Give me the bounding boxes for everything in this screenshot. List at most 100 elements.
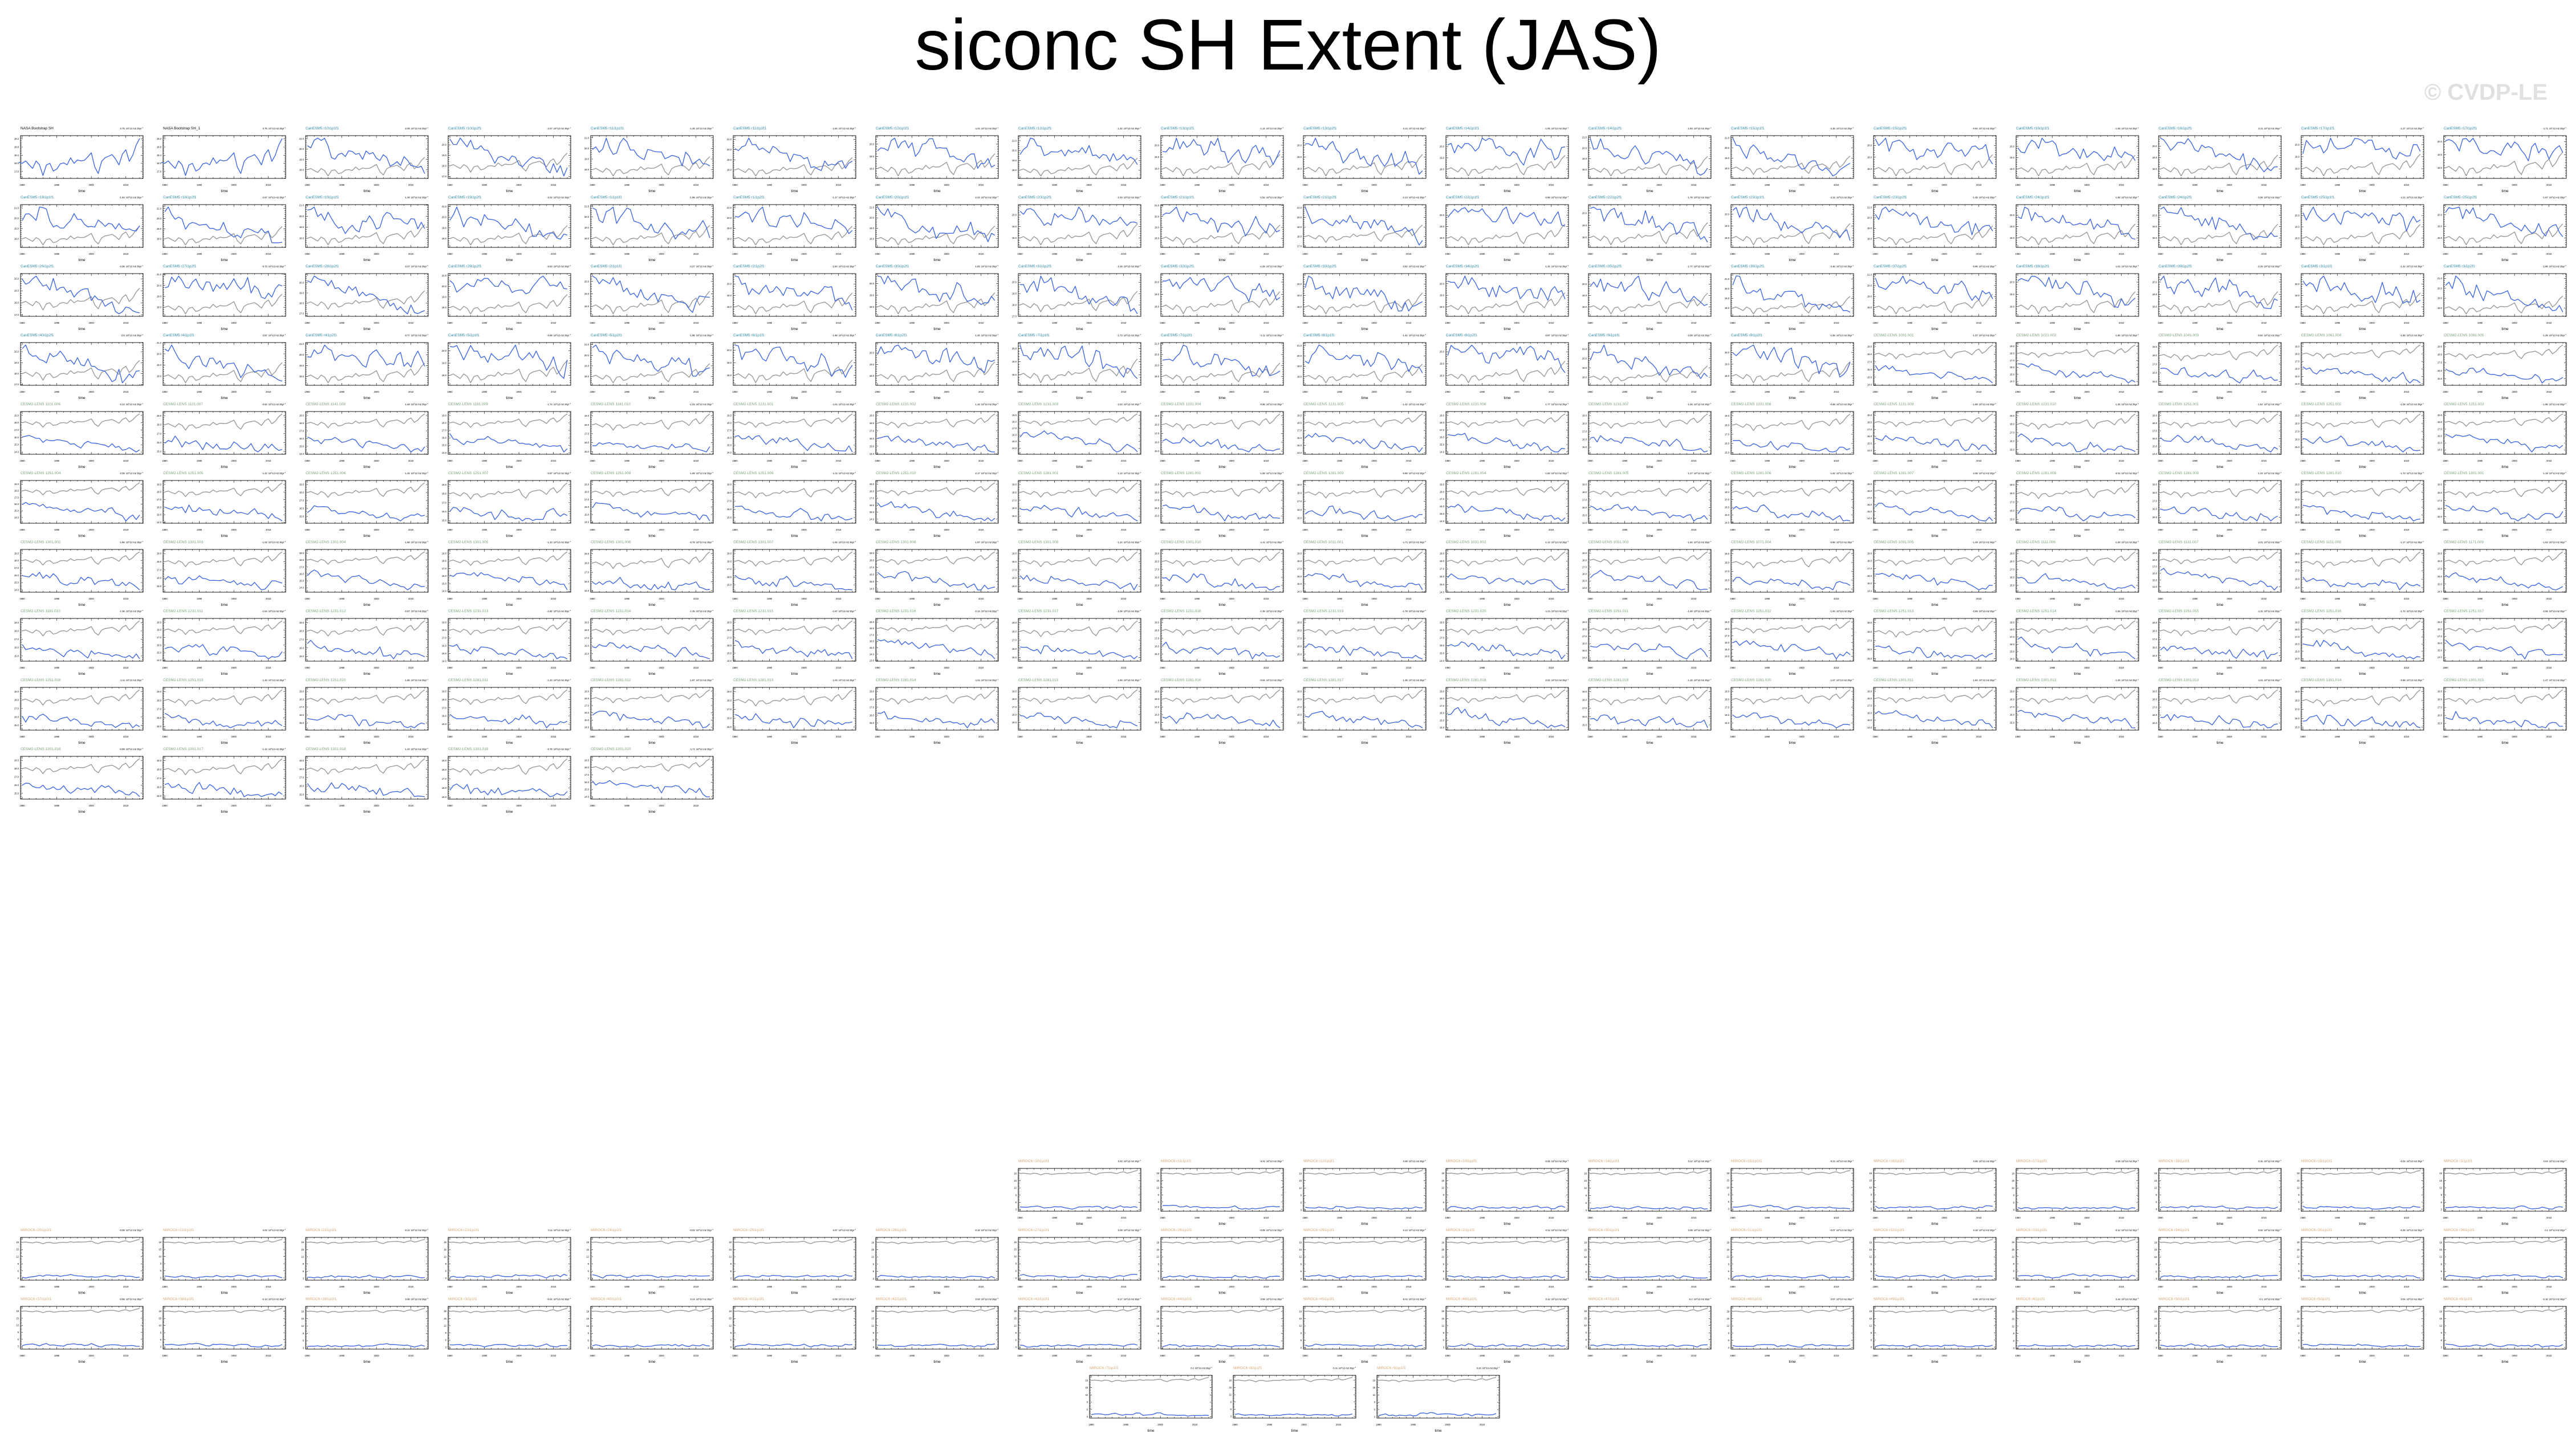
- trend-units-exponent: -1: [141, 127, 143, 129]
- trend-value: 0.75: [263, 127, 268, 130]
- x-tick-label: 2000: [516, 252, 522, 255]
- x-tick-label: 1980: [590, 321, 595, 324]
- observed-series-line: [449, 225, 568, 246]
- y-tick-label: 17.0: [1012, 315, 1017, 317]
- y-tick-label: 18.0: [442, 306, 447, 309]
- plot-frame: [162, 273, 286, 317]
- trend-units-exponent: -1: [2565, 127, 2566, 129]
- model-series-line: [1447, 206, 1566, 227]
- observed-series-line: [161, 138, 283, 176]
- x-axis-label: time: [363, 327, 371, 331]
- panel-title: CanESM5 r11i1p1f1: [591, 127, 624, 131]
- panel-title: CanESM5 r2i1p2f1: [733, 264, 765, 268]
- x-tick-label: 1990: [1765, 184, 1770, 186]
- y-tick-label: 18.0: [442, 165, 447, 168]
- model-series-line: [1305, 206, 1423, 246]
- x-axis-label: time: [1931, 327, 1939, 331]
- trend-value: -1.64: [119, 196, 125, 199]
- model-series-line: [1019, 275, 1138, 315]
- x-tick-label: 1980: [590, 184, 595, 186]
- trend-units-exponent: -1: [997, 264, 998, 267]
- plot-frame: [1588, 273, 1712, 317]
- trend-value: -1.05: [1545, 127, 1550, 130]
- x-axis-label: time: [1218, 327, 1226, 331]
- observed-series-line: [1875, 294, 1993, 315]
- y-tick-label: 21.0: [442, 274, 447, 277]
- x-axis-label: time: [363, 258, 371, 262]
- y-tick-label: 18.0: [2295, 237, 2300, 239]
- plot-frame: [162, 135, 286, 179]
- x-tick-label: 1990: [909, 184, 915, 186]
- y-tick-label: 18.0: [1297, 235, 1302, 238]
- x-axis-label: time: [221, 327, 228, 331]
- observed-series-line: [2302, 153, 2421, 177]
- trend-value: -1.61: [2115, 265, 2121, 268]
- x-tick-label: 2010: [123, 321, 129, 324]
- plot-frame: [162, 204, 286, 248]
- trend-units: 10^12 m2 35yr: [2122, 265, 2138, 268]
- x-tick-label: 2010: [2261, 321, 2267, 324]
- x-tick-label: 2010: [693, 252, 699, 255]
- x-tick-label: 1980: [447, 184, 453, 186]
- x-tick-label: 2000: [944, 184, 949, 186]
- y-tick-label: 18.0: [2010, 237, 2015, 239]
- x-tick-label: 2010: [2404, 321, 2410, 324]
- x-tick-label: 1980: [875, 321, 880, 324]
- plot-frame: [2443, 135, 2567, 179]
- y-tick-label: 18.0: [1297, 306, 1302, 308]
- x-tick-label: 1980: [2157, 321, 2163, 324]
- x-tick-label: 2000: [88, 184, 94, 186]
- x-axis-label: time: [506, 258, 513, 262]
- panel-title: NASA Bootstrap SH: [21, 127, 54, 131]
- y-tick-label: 19.0: [2437, 153, 2443, 156]
- y-tick-label: 17.6: [14, 170, 19, 173]
- y-tick-label: 19.0: [584, 226, 590, 229]
- panel-title: CanESM5 r28i1p2f1: [306, 264, 339, 268]
- x-tick-label: 2000: [944, 321, 949, 324]
- y-tick-label: 18.0: [157, 306, 162, 309]
- x-axis-label: time: [506, 189, 513, 193]
- x-tick-label: 2000: [1229, 252, 1234, 255]
- y-tick-label: 19.2: [14, 137, 19, 140]
- x-tick-label: 1990: [767, 184, 773, 186]
- y-tick-label: 18.0: [1867, 168, 1872, 170]
- observed-series-line: [164, 294, 283, 315]
- x-axis-label: time: [363, 189, 371, 193]
- y-tick-label: 20.0: [299, 215, 304, 218]
- model-series-line: [2302, 275, 2421, 304]
- y-tick-label: 19.0: [2152, 225, 2157, 228]
- model-series-line: [1162, 206, 1281, 237]
- panel-title: CanESM5 r29i1p2f1: [448, 264, 482, 268]
- y-tick-label: 18.8: [157, 146, 162, 149]
- x-tick-label: 2000: [2226, 252, 2232, 255]
- x-tick-label: 1990: [1337, 184, 1343, 186]
- y-tick-label: 19.0: [584, 157, 590, 160]
- x-tick-label: 2010: [2546, 321, 2552, 324]
- observed-series-line: [1162, 154, 1281, 177]
- y-tick-label: 19.0: [1155, 156, 1160, 158]
- x-tick-label: 2000: [2084, 321, 2090, 324]
- x-axis-label: time: [2074, 189, 2081, 193]
- observed-series-line: [2445, 223, 2563, 246]
- observed-series-line: [2302, 224, 2421, 246]
- x-axis-label: time: [1361, 258, 1368, 262]
- y-tick-label: 19.0: [869, 155, 875, 158]
- trend-units: 10^12 m2 35yr: [2264, 127, 2280, 130]
- x-tick-label: 1980: [875, 252, 880, 255]
- y-tick-label: 21.0: [157, 207, 162, 210]
- x-tick-label: 2010: [693, 184, 699, 186]
- observed-series-line: [307, 224, 425, 246]
- y-tick-label: 21.0: [1867, 273, 1872, 276]
